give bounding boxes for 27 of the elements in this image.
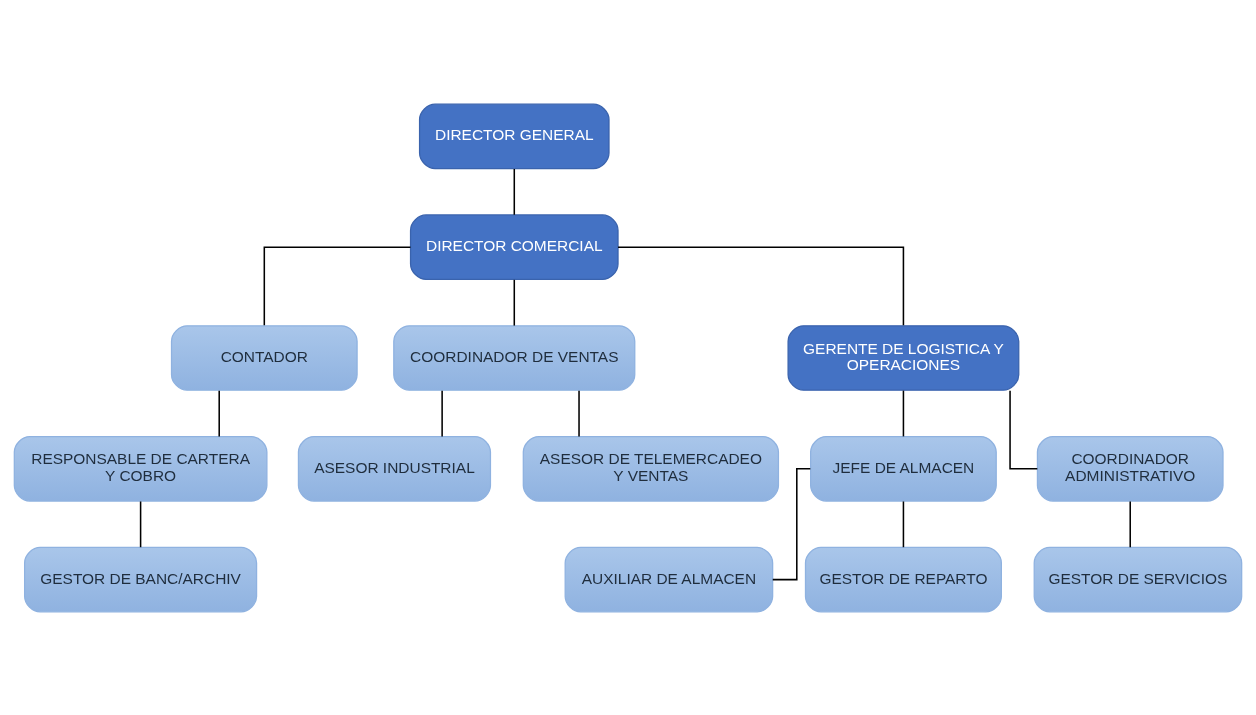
connector	[1009, 389, 1039, 470]
connector	[218, 389, 220, 437]
connector	[441, 389, 443, 437]
connector	[617, 245, 905, 326]
node-box: COORDINADOR ADMINISTRATIVO	[1036, 435, 1224, 502]
node-box: GESTOR DE BANC/ARCHIV	[24, 546, 258, 612]
connector	[263, 245, 412, 326]
node-box: CONTADOR	[170, 324, 358, 391]
node-box: ASESOR INDUSTRIAL	[297, 435, 492, 502]
node-box: GESTOR DE REPARTO	[804, 546, 1002, 612]
node-box: RESPONSABLE DE CARTERA Y COBRO	[13, 435, 268, 502]
connector	[578, 389, 580, 437]
connector	[513, 167, 516, 216]
connector	[139, 500, 142, 548]
connector	[902, 500, 905, 548]
node-box: COORDINADOR DE VENTAS	[393, 324, 636, 391]
connector	[513, 278, 516, 326]
node-box: DIRECTOR COMERCIAL	[409, 213, 619, 280]
node-box: GERENTE DE LOGISTICA Y OPERACIONES	[787, 324, 1020, 391]
node-box: GESTOR DE SERVICIOS	[1033, 546, 1243, 612]
connector	[902, 389, 905, 437]
node-box: DIRECTOR GENERAL	[418, 103, 610, 169]
connector	[1129, 500, 1131, 548]
node-box: AUXILIAR DE ALMACEN	[564, 546, 774, 612]
connector	[771, 467, 812, 580]
node-box: JEFE DE ALMACEN	[810, 435, 997, 502]
node-box: ASESOR DE TELEMERCADEO Y VENTAS	[522, 435, 780, 502]
